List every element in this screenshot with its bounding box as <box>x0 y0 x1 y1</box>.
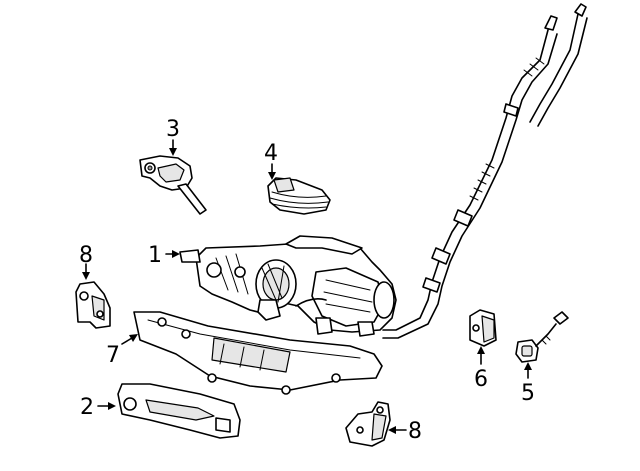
sensor-bracket-part-3 <box>139 155 207 215</box>
callout-6: 6 <box>474 367 488 392</box>
callout-4: 4 <box>264 141 278 166</box>
callout-8-upper: 8 <box>79 243 93 268</box>
mounting-bracket-part-7 <box>133 311 383 395</box>
callout-3: 3 <box>166 117 180 142</box>
coiled-cable-part-4 <box>267 177 331 215</box>
winch-motor-unit-part-1 <box>179 235 397 337</box>
skid-plate-part-2 <box>117 383 241 439</box>
callout-arrows <box>82 139 532 434</box>
callout-1: 1 <box>148 243 162 268</box>
callout-8-lower: 8 <box>408 419 422 444</box>
callout-2: 2 <box>80 395 94 420</box>
bracket-part-8-lower <box>345 401 391 447</box>
bracket-part-6 <box>469 309 497 347</box>
bracket-part-8-upper <box>75 281 111 329</box>
callout-7: 7 <box>106 343 120 368</box>
cable-tube-assembly <box>382 3 588 339</box>
callout-5: 5 <box>521 381 535 406</box>
switch-connector-part-5 <box>515 311 569 363</box>
